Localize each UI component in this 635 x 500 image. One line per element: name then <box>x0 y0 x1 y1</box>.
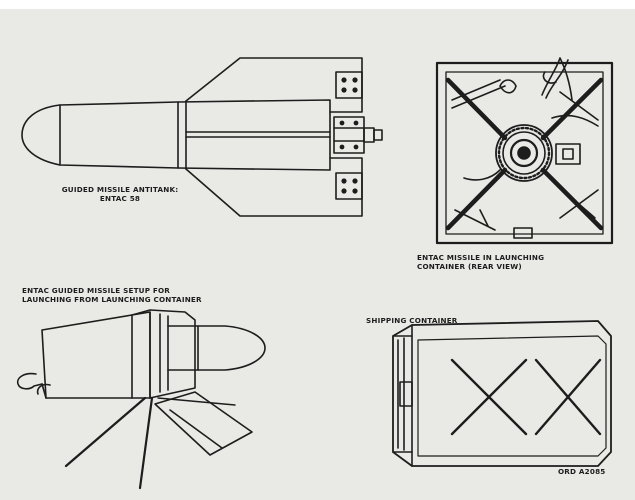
upper-wing <box>185 57 363 113</box>
caption-container-rear-line2: CONTAINER (REAR VIEW) <box>417 262 522 271</box>
caption-missile-line2: ENTAC 58 <box>99 194 141 203</box>
scan-top-edge <box>0 0 635 9</box>
caption-container-rear-line1: ENTAC MISSILE IN LAUNCHING <box>417 253 545 262</box>
caption-container-rear: ENTAC MISSILE IN LAUNCHING CONTAINER (RE… <box>417 253 544 271</box>
container-rear-drawing <box>435 57 614 245</box>
caption-shipping: SHIPPING CONTAINER <box>366 316 458 325</box>
setup-drawing <box>16 309 266 490</box>
caption-setup: ENTAC GUIDED MISSILE SETUP FOR LAUNCHING… <box>22 286 202 304</box>
missile-body <box>21 99 331 171</box>
caption-missile-line1: GUIDED MISSILE ANTITANK: <box>61 185 179 194</box>
centre-hub <box>495 124 553 182</box>
caption-missile: GUIDED MISSILE ANTITANK: ENTAC 58 <box>58 185 182 203</box>
caption-shipping-line1: SHIPPING CONTAINER <box>366 316 458 325</box>
setup-missile <box>167 325 266 371</box>
caption-setup-line2: LAUNCHING FROM LAUNCHING CONTAINER <box>22 295 202 304</box>
lower-wing <box>185 157 363 217</box>
missile-drawing <box>21 57 383 217</box>
caption-setup-line1: ENTAC GUIDED MISSILE SETUP FOR <box>22 286 171 295</box>
reference-code-text: ORD A2085 <box>558 467 606 476</box>
reference-code: ORD A2085 <box>558 467 605 476</box>
tail-block <box>333 116 365 154</box>
upper-fin-plate <box>335 71 363 99</box>
shipping-container-drawing <box>392 320 612 467</box>
lower-fin-plate <box>335 172 363 200</box>
tail-nozzle <box>363 127 375 143</box>
